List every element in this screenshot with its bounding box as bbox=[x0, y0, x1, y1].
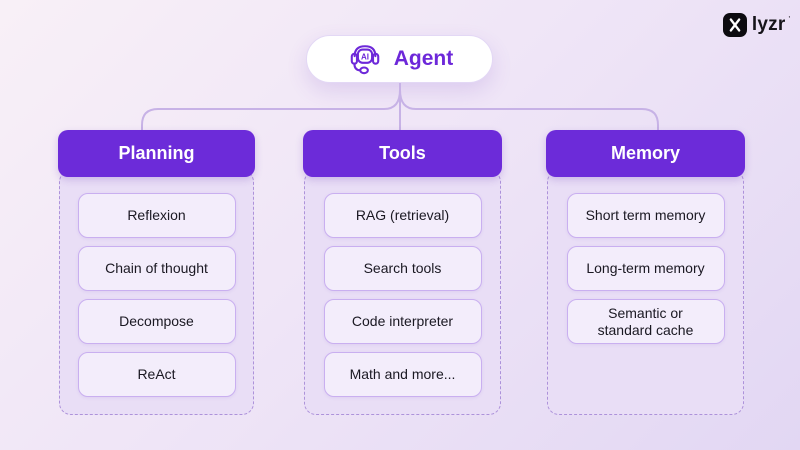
brand-wordmark: lyzr bbox=[751, 14, 786, 35]
connector-right bbox=[399, 89, 659, 131]
node-item: Long-term memory bbox=[566, 246, 725, 291]
svg-text:AI: AI bbox=[361, 52, 369, 61]
node-item: Math and more... bbox=[323, 352, 482, 397]
node-item: Semantic or standard cache bbox=[566, 299, 725, 344]
connector-lines bbox=[141, 83, 659, 131]
brand-logo: lyzr ' bbox=[722, 13, 790, 37]
column-header-memory: Memory bbox=[546, 130, 745, 177]
agent-label: Agent bbox=[393, 47, 454, 70]
node-item: ReAct bbox=[77, 352, 236, 397]
node-item: Search tools bbox=[323, 246, 482, 291]
brand-trademark-mark: ' bbox=[788, 15, 790, 24]
connector-left bbox=[141, 89, 401, 131]
node-item: Decompose bbox=[77, 299, 236, 344]
node-item: Code interpreter bbox=[323, 299, 482, 344]
column-header-tools: Tools bbox=[303, 130, 502, 177]
node-item: RAG (retrieval) bbox=[323, 193, 482, 238]
node-item: Short term memory bbox=[566, 193, 725, 238]
lyzr-logo-icon bbox=[722, 13, 747, 37]
ai-headset-icon: AI bbox=[346, 42, 384, 76]
column-header-planning: Planning bbox=[58, 130, 255, 177]
agent-node: AI Agent bbox=[306, 35, 493, 83]
node-item: Chain of thought bbox=[77, 246, 236, 291]
node-item: Reflexion bbox=[77, 193, 236, 238]
